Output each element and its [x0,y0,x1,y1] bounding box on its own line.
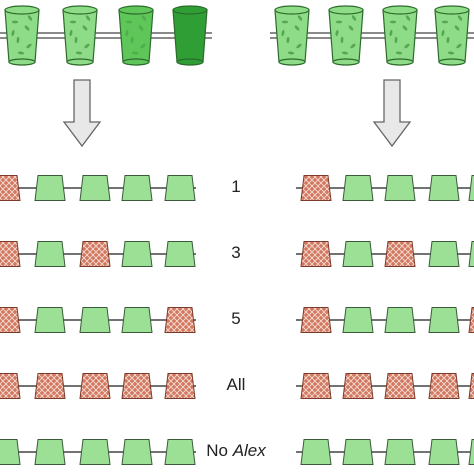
untreated-cup [121,175,153,201]
top-cup [62,5,98,66]
top-cup [4,5,40,66]
row-label-italic: Alex [232,441,266,460]
untreated-cup [342,175,374,201]
untreated-cup [79,439,111,465]
treated-cup [468,307,474,333]
row-4-right [296,373,474,399]
treated-cup [79,241,111,267]
untreated-cup [164,175,196,201]
untreated-cup [342,241,374,267]
treated-cup [0,175,21,201]
down-arrow-1 [62,79,102,148]
treated-cup [164,373,196,399]
treated-cup [34,373,66,399]
top-cup-groups [0,5,474,66]
top-cup [382,5,418,66]
untreated-cup [164,241,196,267]
row-3-left [0,307,196,333]
untreated-cup [79,175,111,201]
untreated-cup [468,175,474,201]
row-1-left [0,175,196,201]
treated-cup [0,307,21,333]
top-cup [274,5,310,66]
untreated-cup [79,307,111,333]
treated-cup [384,373,416,399]
untreated-cup [384,175,416,201]
row-2-right [296,241,474,267]
treated-cup [79,373,111,399]
untreated-cup [0,439,21,465]
treated-cup [468,373,474,399]
untreated-cup [121,439,153,465]
row-label-text: No [206,441,233,460]
treated-cup [121,373,153,399]
untreated-cup [468,241,474,267]
untreated-cup [384,439,416,465]
row-5-right [296,439,474,465]
untreated-cup [428,439,460,465]
untreated-cup [34,175,66,201]
row-label-text: 5 [231,309,241,328]
treated-cup [342,373,374,399]
untreated-cup [428,241,460,267]
untreated-cup [342,439,374,465]
untreated-cup [34,439,66,465]
untreated-cup [300,439,332,465]
treated-cup [0,241,21,267]
top-cup [434,5,470,66]
treated-cup [384,241,416,267]
row-label-1: 1 [196,177,276,197]
top-cup [118,5,154,66]
treated-cup [300,175,332,201]
treated-cup [0,373,21,399]
untreated-cup [164,439,196,465]
arrows [62,79,412,148]
treatment-rows [0,175,474,465]
row-label-text: All [226,375,246,394]
untreated-cup [121,307,153,333]
top-cup [328,5,364,66]
untreated-cup [468,439,474,465]
row-label-4: All [196,375,276,395]
untreated-cup [428,307,460,333]
treated-cup [300,241,332,267]
row-5-left [0,439,196,465]
row-label-2: 3 [196,243,276,263]
treated-cup [300,307,332,333]
row-label-3: 5 [196,309,276,329]
top-cup [172,5,208,66]
row-label-text: 3 [231,243,241,262]
untreated-cup [34,241,66,267]
untreated-cup [428,175,460,201]
treated-cup [428,373,460,399]
down-arrow-2 [372,79,412,148]
row-label-text: 1 [231,177,241,196]
treated-cup [300,373,332,399]
untreated-cup [342,307,374,333]
top-group-2 [270,5,474,66]
row-3-right [296,307,474,333]
top-group-1 [0,5,212,66]
untreated-cup [34,307,66,333]
treated-cup [164,307,196,333]
row-4-left [0,373,196,399]
row-1-right [296,175,474,201]
row-2-left [0,241,196,267]
untreated-cup [384,307,416,333]
row-label-5: No Alex [196,441,276,461]
untreated-cup [121,241,153,267]
